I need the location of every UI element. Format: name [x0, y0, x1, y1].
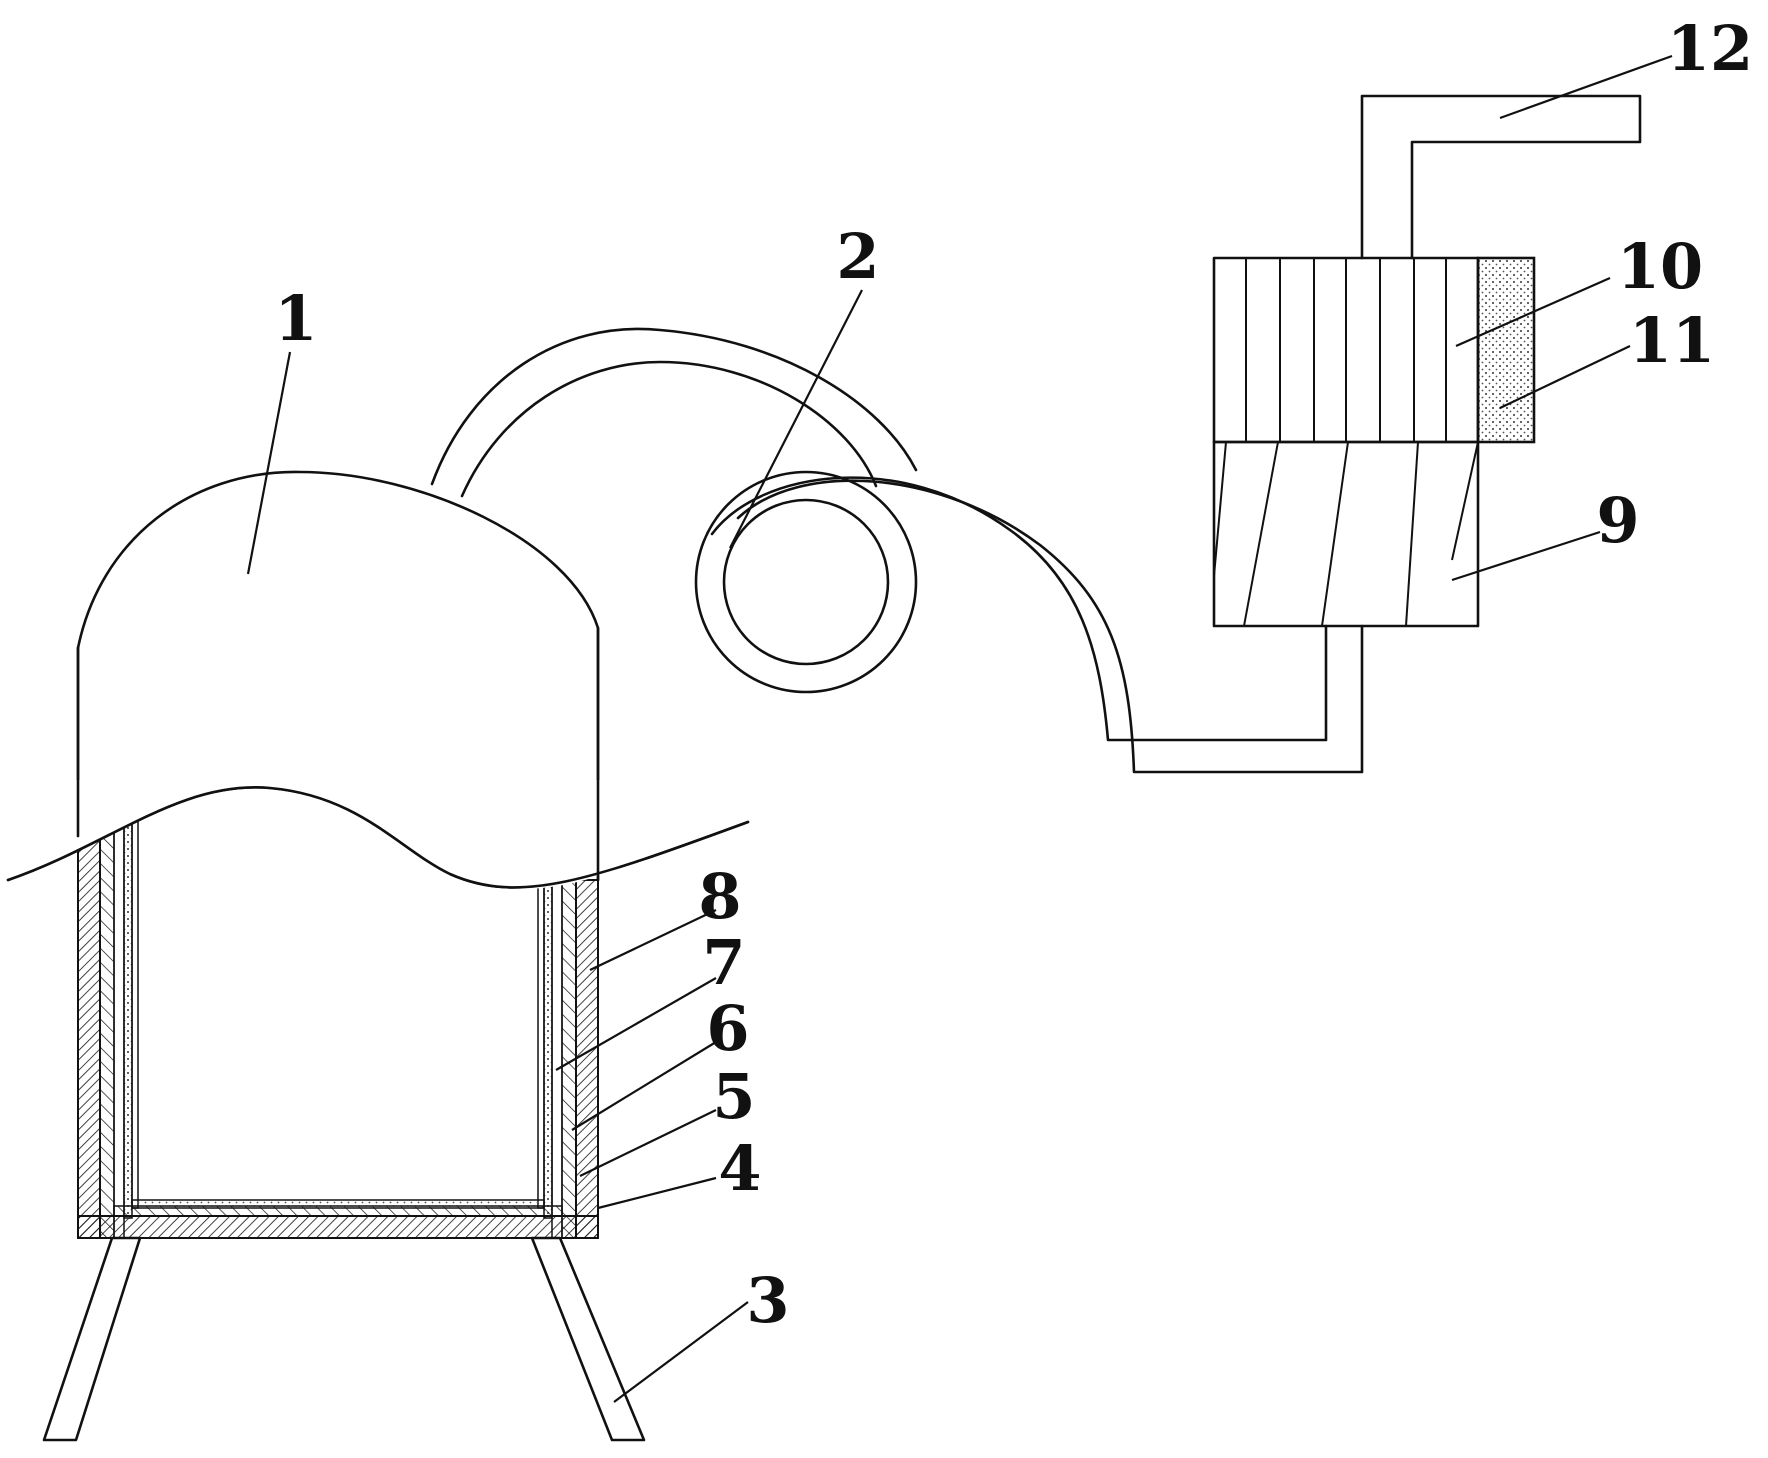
label-9: 9: [1596, 484, 1639, 557]
dotted-panel: [1476, 256, 1536, 444]
label-6: 6: [706, 992, 749, 1065]
label-11: 11: [1629, 304, 1715, 377]
filter-unit: [1212, 94, 1642, 628]
label-4: 4: [718, 1132, 761, 1205]
label-7: 7: [702, 926, 745, 999]
coiled-pipe: [430, 327, 1364, 774]
label-1: 1: [274, 282, 317, 355]
tank: [6, 470, 750, 1442]
lower-box: [1212, 440, 1480, 628]
part-labels: 1 2 3 4 5 6 7 8 9 10 11 12: [274, 12, 1753, 1337]
tank-wall-section: [77, 817, 599, 1239]
label-5: 5: [712, 1060, 755, 1133]
support-legs: [42, 1236, 646, 1442]
outlet-pipe: [1360, 94, 1642, 260]
tank-dome: [76, 470, 600, 882]
label-10: 10: [1617, 230, 1703, 303]
leader-lines: [246, 54, 1673, 1403]
label-3: 3: [746, 1264, 789, 1337]
label-12: 12: [1667, 12, 1753, 85]
label-2: 2: [836, 220, 879, 293]
label-8: 8: [698, 860, 741, 933]
